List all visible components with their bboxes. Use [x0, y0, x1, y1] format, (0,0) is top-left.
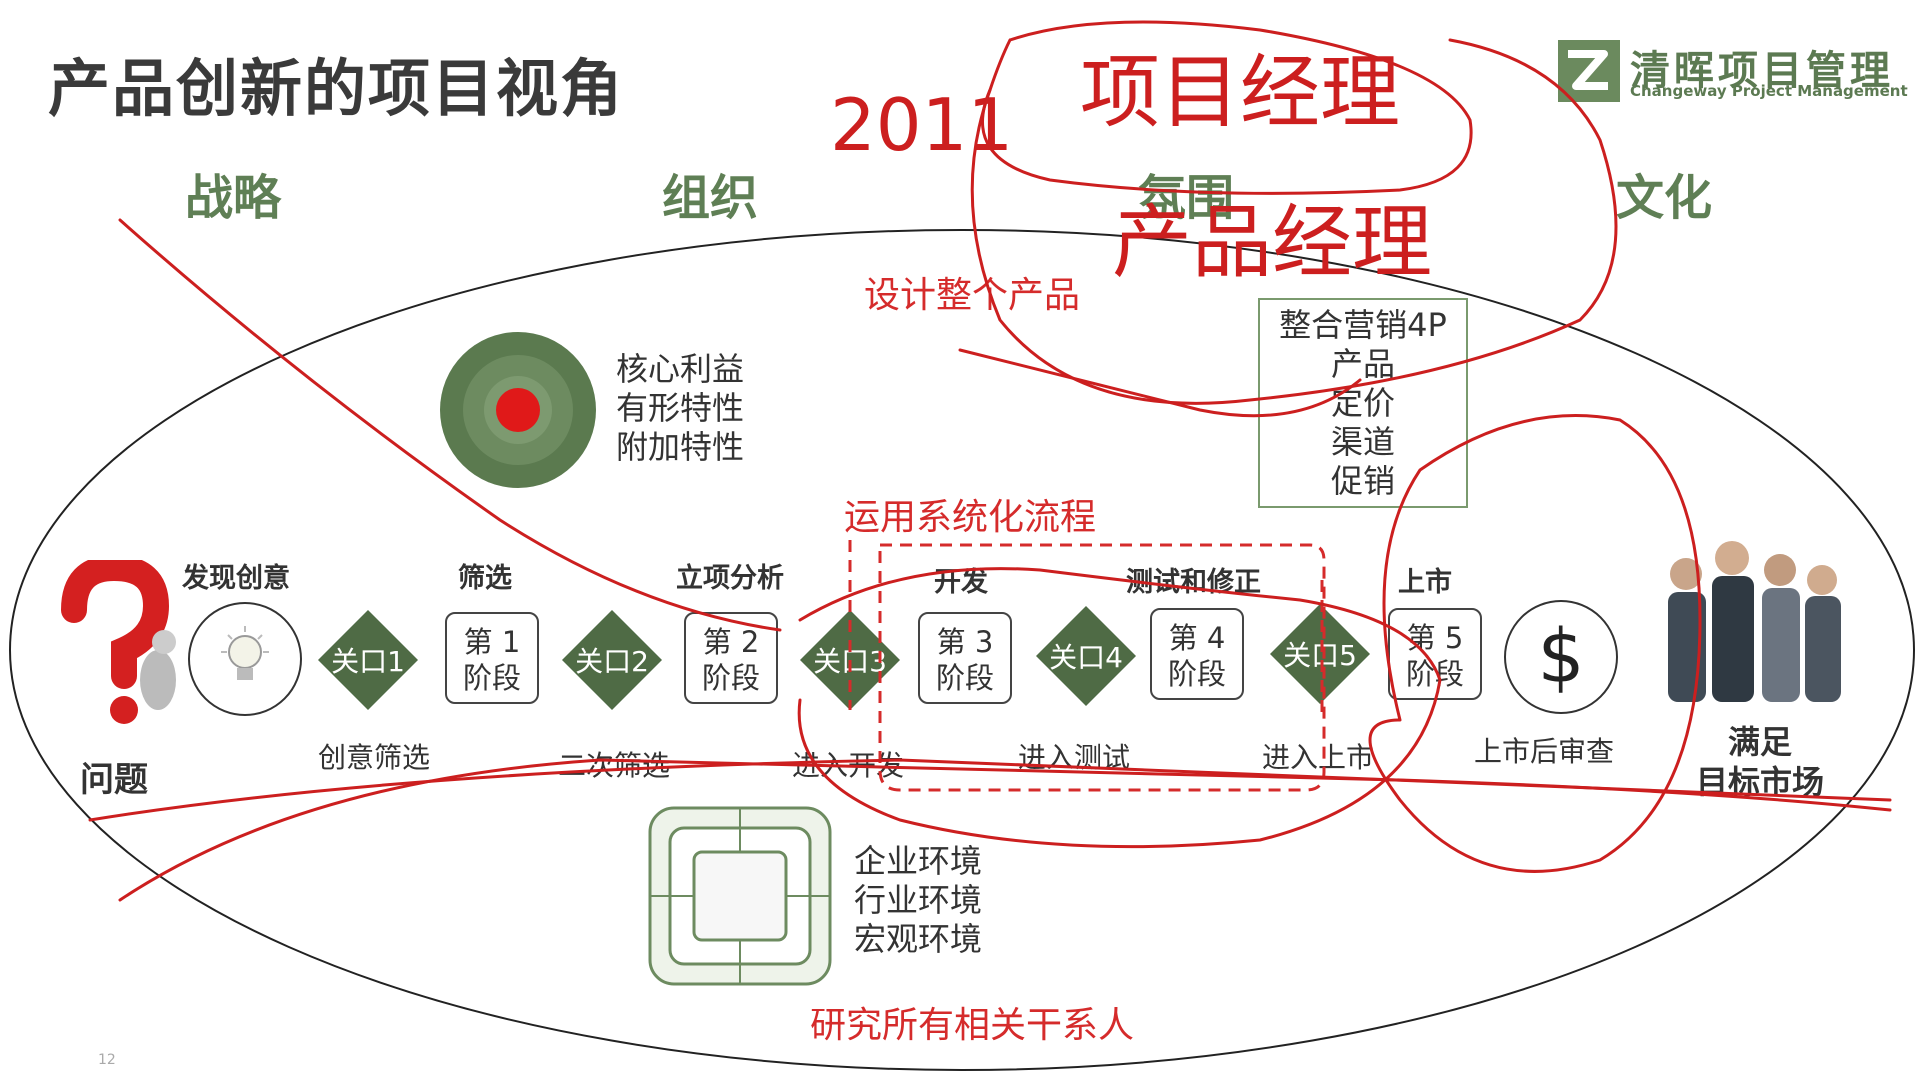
marketing-4p-box [1258, 298, 1468, 508]
problem-label: 问题 [80, 760, 148, 800]
phase-screening: 筛选 [458, 563, 512, 594]
target-market-line1: 满足 [1727, 723, 1792, 761]
dimension-strategy: 战略 [185, 170, 282, 226]
annotation-research-stakeholders: 研究所有相关干系人 [810, 1005, 1135, 1046]
gate-2: 关口2 [562, 610, 662, 710]
dimension-atmosphere: 氛围 [1138, 170, 1235, 226]
page-number: 12 [98, 1052, 116, 1068]
stage-2-number: 第 2 [702, 625, 760, 659]
marketing-promotion: 促销 [1330, 462, 1395, 500]
label-post-launch-review: 上市后审查 [1474, 735, 1615, 768]
handwritten-year: 2011 [830, 83, 1013, 167]
environment-list: 企业环境 行业环境 宏观环境 [854, 842, 982, 959]
stage-4-label: 阶段 [1167, 657, 1226, 691]
stage-1: 第 1 阶段 [445, 612, 539, 704]
gate-5-label: 关口5 [1283, 639, 1357, 672]
stage-3: 第 3 阶段 [918, 612, 1012, 704]
stage-2: 第 2 阶段 [684, 612, 778, 704]
logo-english-name: Changeway Project Management [1630, 82, 1908, 100]
environment-diagram-icon [648, 806, 832, 986]
dollar-sign: $ [1537, 614, 1585, 700]
phase-launch: 上市 [1398, 567, 1452, 598]
marketing-place: 渠道 [1330, 423, 1395, 461]
page-title: 产品创新的项目视角 [48, 52, 625, 125]
business-people-icon [1650, 530, 1850, 702]
env-macro: 宏观环境 [854, 920, 983, 958]
marketing-product: 产品 [1330, 345, 1395, 383]
question-mark-icon [61, 560, 176, 724]
gate-2-label: 关口2 [575, 645, 649, 678]
env-industry: 行业环境 [854, 881, 983, 919]
layer-augmented-features: 附加特性 [616, 428, 745, 466]
annotation-systematic-process: 运用系统化流程 [844, 497, 1097, 538]
stage-3-label: 阶段 [935, 661, 994, 695]
target-icon [440, 332, 596, 488]
company-logo-icon [1558, 40, 1620, 102]
stage-1-label: 阶段 [462, 661, 521, 695]
marketing-price: 定价 [1330, 384, 1395, 422]
product-layers-list: 核心利益 有形特性 附加特性 [616, 350, 744, 467]
phase-business-case: 立项分析 [676, 563, 784, 594]
dollar-icon [1504, 600, 1618, 714]
handwritten-project-manager: 项目经理 [1080, 46, 1400, 139]
gate-4-label: 关口4 [1049, 641, 1123, 674]
label-idea-screening: 创意筛选 [318, 741, 431, 774]
gate-1: 关口1 [318, 610, 418, 710]
stage-4: 第 4 阶段 [1150, 608, 1244, 700]
layer-core-benefit: 核心利益 [616, 350, 745, 388]
stage-3-number: 第 3 [936, 625, 994, 659]
logo-chinese-name: 清晖项目管理 [1630, 48, 1894, 94]
env-enterprise: 企业环境 [854, 842, 983, 880]
dimension-culture: 文化 [1616, 170, 1713, 226]
phase-discover-idea: 发现创意 [182, 563, 290, 594]
stage-5-number: 第 5 [1406, 621, 1464, 655]
gate-4: 关口4 [1036, 606, 1136, 706]
gate-1-label: 关口1 [331, 645, 405, 678]
gate-5: 关口5 [1270, 604, 1370, 704]
label-second-screening: 二次筛选 [558, 749, 671, 782]
stage-1-number: 第 1 [463, 625, 521, 659]
annotation-design-product: 设计整个产品 [864, 275, 1081, 316]
handwritten-product-manager: 产品经理 [1112, 196, 1432, 289]
stage-2-label: 阶段 [701, 661, 760, 695]
layer-tangible-features: 有形特性 [616, 389, 745, 427]
lightbulb-icon [188, 602, 302, 716]
stage-5-label: 阶段 [1405, 657, 1464, 691]
label-enter-launch: 进入上市 [1262, 741, 1375, 774]
marketing-4p-list: 整合营销4P 产品 定价 渠道 促销 [1278, 306, 1448, 501]
dimension-organization: 组织 [662, 170, 759, 226]
marketing-4p-title: 整合营销4P [1279, 306, 1447, 344]
stage-4-number: 第 4 [1168, 621, 1226, 655]
